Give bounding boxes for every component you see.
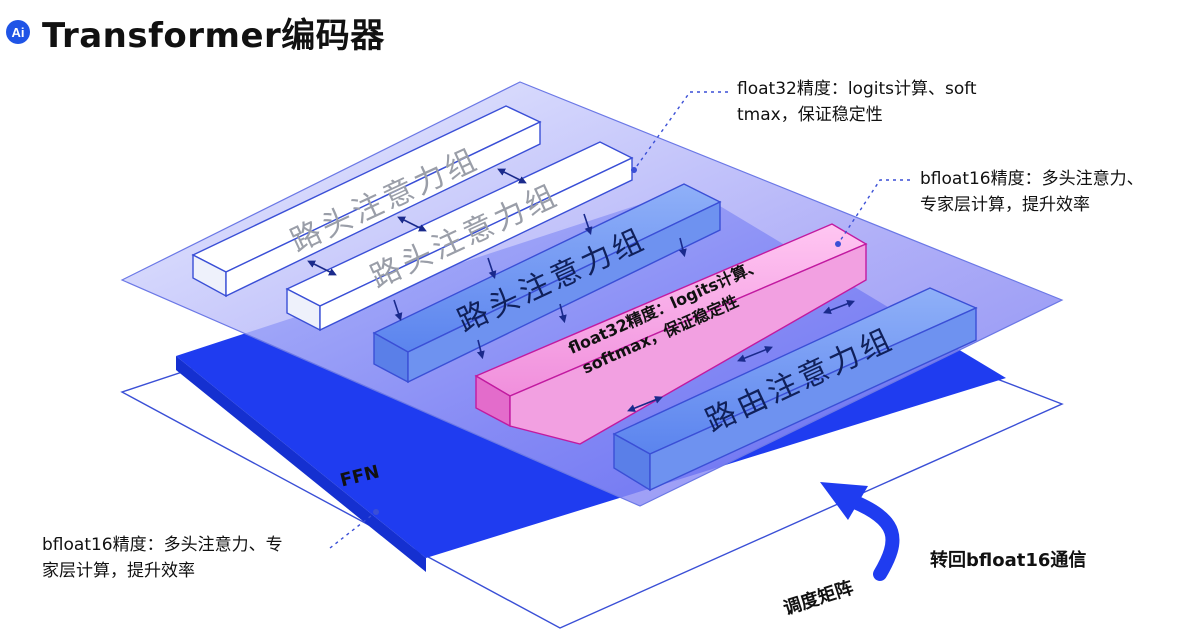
annotation-bf16-right-line2: 专家层计算，提升效率 — [920, 195, 1090, 215]
annotation-float32-top-line1: float32精度：logits计算、soft — [737, 79, 977, 99]
title-bar: Ai Transformer编码器 — [0, 0, 600, 60]
annotation-bf16-right: bfloat16精度：多头注意力、 专家层计算，提升效率 — [920, 166, 1180, 218]
return-arrow-head — [820, 482, 868, 520]
leader-dot-top — [631, 167, 637, 173]
leader-dot-left — [373, 509, 379, 515]
leader-dot-right — [835, 241, 841, 247]
connector-arrows — [307, 168, 855, 412]
return-label: 转回bfloat16通信 — [930, 550, 1087, 571]
ffn-slab-side — [176, 356, 426, 572]
annotation-bf16-left-line2: 家层计算，提升效率 — [42, 561, 195, 581]
return-arrow — [843, 493, 900, 581]
page-title: Transformer编码器 — [42, 16, 385, 56]
annotation-bf16-left-line1: bfloat16精度：多头注意力、专 — [42, 535, 283, 555]
annotation-float32-top-line2: tmax，保证稳定性 — [737, 105, 883, 125]
annotation-float32-top: float32精度：logits计算、soft tmax，保证稳定性 — [737, 76, 1037, 128]
annotation-bf16-right-line1: bfloat16精度：多头注意力、 — [920, 169, 1144, 189]
leader-lines — [329, 91, 910, 549]
logo-icon: Ai — [6, 20, 30, 44]
annotation-bf16-left: bfloat16精度：多头注意力、专 家层计算，提升效率 — [42, 532, 352, 584]
